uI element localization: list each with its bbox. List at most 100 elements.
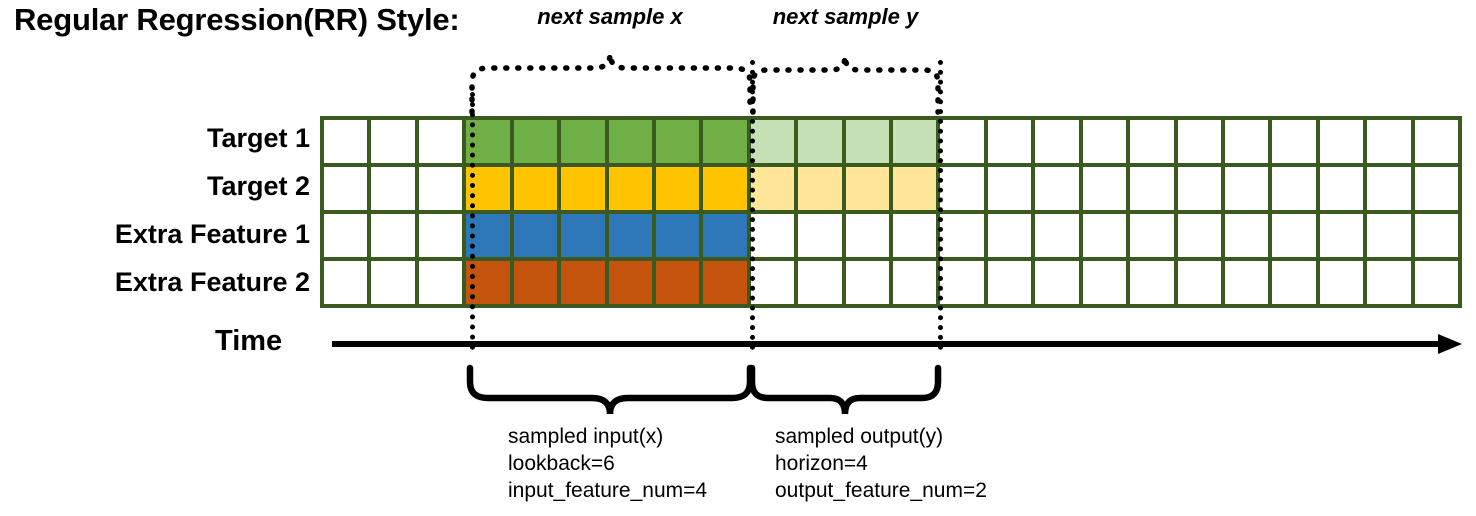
row-label-target-2: Target 2	[206, 171, 310, 201]
grid-cell-r3-c5	[561, 261, 605, 304]
grid-cell-r1-c10	[798, 167, 842, 210]
grid-cell-r3-c1	[371, 261, 415, 304]
grid-cell-r3-c14	[987, 261, 1032, 304]
grid-cell-r2-c22	[1367, 214, 1411, 257]
grid-cell-r0-c0	[324, 120, 368, 163]
grid-cell-r1-c16	[1082, 167, 1127, 210]
grid-cell-r0-c1	[371, 120, 415, 163]
grid-cell-r0-c7	[655, 120, 700, 163]
grid-cell-r3-c8	[703, 261, 747, 304]
grid-cell-r1-c5	[561, 167, 605, 210]
time-axis-label: Time	[215, 325, 283, 357]
time-axis-line	[332, 341, 1442, 347]
grid-cell-r3-c19	[1224, 261, 1269, 304]
grid-cell-r2-c15	[1035, 214, 1079, 257]
grid-cell-r1-c12	[893, 167, 937, 210]
grid-cell-r1-c1	[371, 167, 415, 210]
guide-line-output-end	[938, 60, 943, 350]
grid-cell-r2-c7	[655, 214, 700, 257]
grid-cell-r2-c0	[324, 214, 368, 257]
grid-cell-r1-c6	[608, 167, 652, 210]
grid-cell-r0-c4	[513, 120, 558, 163]
grid-cell-r3-c15	[1035, 261, 1079, 304]
grid-cell-r1-c22	[1367, 167, 1411, 210]
grid-cell-r3-c11	[845, 261, 889, 304]
grid-cell-r2-c14	[987, 214, 1032, 257]
sampled-output-line-1: sampled output(y)	[775, 425, 944, 448]
grid-cell-r3-c18	[1177, 261, 1221, 304]
time-axis-arrow-icon	[1438, 334, 1462, 354]
grid-cell-r2-c8	[703, 214, 747, 257]
grid-cell-r0-c20	[1272, 120, 1316, 163]
grid-cell-r3-c7	[655, 261, 700, 304]
grid-cell-r3-c21	[1319, 261, 1364, 304]
grid-cell-r2-c13	[940, 214, 984, 257]
grid-cell-r0-c6	[608, 120, 652, 163]
brace-next-sample-x	[469, 53, 753, 115]
grid-cell-r2-c5	[561, 214, 605, 257]
grid-cell-r3-c2	[418, 261, 463, 304]
grid-cell-r2-c2	[418, 214, 463, 257]
brace-sampled-input	[466, 364, 754, 415]
grid-cell-r0-c9	[750, 120, 795, 163]
grid-cell-r3-c0	[324, 261, 368, 304]
sampled-input-line-1: sampled input(x)	[508, 425, 664, 448]
grid-cell-r2-c10	[798, 214, 842, 257]
grid-cell-r1-c9	[750, 167, 795, 210]
grid-cell-r0-c13	[940, 120, 984, 163]
grid-cell-r3-c17	[1130, 261, 1174, 304]
sampled-input-line-3: input_feature_num=4	[508, 479, 708, 502]
sampled-input-line-2: lookback=6	[508, 452, 615, 475]
grid-cell-r1-c17	[1130, 167, 1174, 210]
grid-cell-r2-c21	[1319, 214, 1364, 257]
grid-cell-r2-c20	[1272, 214, 1316, 257]
grid-cell-r1-c0	[324, 167, 368, 210]
row-label-column: Target 1 Target 2 Extra Feature 1 Extra …	[20, 0, 310, 297]
grid-cell-r3-c4	[513, 261, 558, 304]
page-title: Regular Regression(RR) Style:	[14, 2, 460, 37]
grid-cell-r0-c18	[1177, 120, 1221, 163]
grid-cell-r1-c23	[1414, 167, 1458, 210]
grid-cell-r0-c17	[1130, 120, 1174, 163]
grid-cell-r2-c16	[1082, 214, 1127, 257]
grid-cell-r2-c9	[750, 214, 795, 257]
grid-cell-r3-c10	[798, 261, 842, 304]
grid-cell-r3-c22	[1367, 261, 1411, 304]
brace-next-sample-y	[750, 55, 941, 115]
annotation-sampled-input: sampled input(x) lookback=6 input_featur…	[508, 423, 707, 504]
annotation-sampled-output: sampled output(y) horizon=4 output_featu…	[775, 423, 987, 504]
grid-cell-r3-c6	[608, 261, 652, 304]
grid-cell-r2-c11	[845, 214, 889, 257]
grid-cell-r1-c14	[987, 167, 1032, 210]
grid-cell-r1-c18	[1177, 167, 1221, 210]
sampled-output-line-2: horizon=4	[775, 452, 868, 475]
row-label-extra-feature-2: Extra Feature 2	[114, 267, 310, 297]
grid-cell-r1-c13	[940, 167, 984, 210]
grid-cell-r2-c12	[893, 214, 937, 257]
grid-cell-r0-c15	[1035, 120, 1079, 163]
grid-cell-r1-c2	[418, 167, 463, 210]
grid-cell-r3-c13	[940, 261, 984, 304]
row-label-target-1: Target 1	[206, 123, 310, 153]
label-next-sample-x: next sample x	[537, 4, 683, 29]
grid-cell-r2-c23	[1414, 214, 1458, 257]
grid-cell-r1-c4	[513, 167, 558, 210]
grid-cell-r0-c12	[893, 120, 937, 163]
grid-cell-r2-c18	[1177, 214, 1221, 257]
grid-cell-r2-c1	[371, 214, 415, 257]
label-next-sample-y: next sample y	[772, 4, 919, 29]
grid-cell-r1-c20	[1272, 167, 1316, 210]
grid-cell-r1-c21	[1319, 167, 1364, 210]
grid-cell-r0-c10	[798, 120, 842, 163]
guide-line-input-start	[470, 92, 475, 350]
grid-cell-r1-c19	[1224, 167, 1269, 210]
grid-cell-r2-c19	[1224, 214, 1269, 257]
grid-cell-r2-c6	[608, 214, 652, 257]
brace-sampled-output	[748, 364, 942, 415]
grid-cell-r0-c2	[418, 120, 463, 163]
grid-cell-r3-c20	[1272, 261, 1316, 304]
grid-cell-r3-c9	[750, 261, 795, 304]
grid-cell-r0-c19	[1224, 120, 1269, 163]
grid-cell-r0-c21	[1319, 120, 1364, 163]
